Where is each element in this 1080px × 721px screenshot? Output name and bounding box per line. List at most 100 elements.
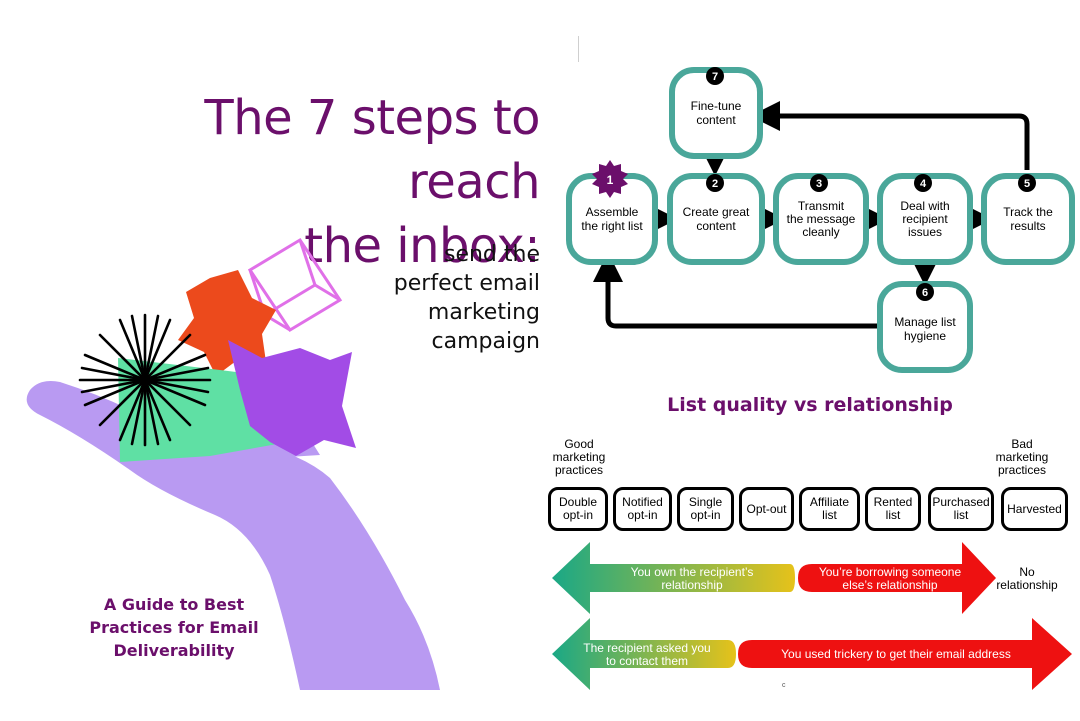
step-label: content (696, 113, 736, 127)
step-label: results (1010, 219, 1045, 233)
list-type-line: list (953, 508, 969, 522)
step-label: Fine-tune (691, 99, 742, 113)
step-badge-1: 1 (592, 160, 628, 198)
arrow-text: The recipient asked you (583, 641, 710, 655)
list-type-line: Notified (622, 495, 663, 509)
subtitle-line: send the (443, 242, 540, 267)
title-line: the inbox: (304, 218, 540, 274)
subtitle-line: marketing (427, 300, 540, 325)
asked-contact-arrow (552, 618, 736, 690)
hand-illustration (26, 237, 441, 690)
arrow-6-to-1 (593, 252, 880, 329)
step-number: 2 (712, 178, 718, 190)
subtitle-line: campaign (431, 329, 540, 354)
label-line: Good (564, 437, 594, 451)
step-label: issues (908, 225, 942, 239)
guide-line: A Guide to Best (103, 595, 245, 614)
arrow-text: relationship (661, 578, 723, 592)
step-number: 5 (1024, 178, 1030, 190)
step-label: Transmit (798, 199, 845, 213)
own-relationship-arrow (552, 542, 795, 614)
step-number: 4 (920, 178, 927, 190)
step-number: 1 (607, 173, 614, 187)
no-relationship-label: No relationship (980, 566, 1074, 592)
arrow-text: You own the recipient’s (631, 565, 754, 579)
page-title: The 7 steps to reach the inbox: (68, 86, 540, 278)
list-type-line: Purchased (932, 495, 990, 509)
relationship-title: List quality vs relationship (667, 394, 953, 416)
step-label: Manage list (894, 315, 956, 329)
step-label: cleanly (802, 225, 839, 239)
divider-line (578, 36, 579, 62)
label-line: practices (554, 463, 604, 477)
arrow-text: to contact them (606, 654, 688, 668)
step-label: the right list (581, 219, 643, 233)
subtitle-line: perfect email (393, 271, 540, 296)
borrowing-arrow (798, 542, 996, 614)
step-label: hygiene (904, 329, 946, 343)
list-type-line: opt-in (627, 508, 658, 522)
footnote-mark: c (782, 682, 786, 689)
cup-violet-shape (228, 340, 356, 456)
step-badge-3: 3 (810, 174, 828, 192)
label-line: marketing (552, 450, 606, 464)
list-type-opt-out: Opt-out (739, 487, 794, 531)
list-type-line: opt-in (562, 508, 594, 522)
step-label: Assemble (586, 205, 639, 219)
step-label: Deal with (900, 199, 949, 213)
list-type-line: Harvested (1007, 501, 1062, 516)
list-type-line: Rented (873, 495, 913, 509)
arrow-text: You used trickery to get their email add… (781, 647, 1011, 661)
list-type-line: Opt-out (746, 501, 787, 516)
step-number: 7 (712, 71, 718, 83)
step-box-5: Track the results (981, 173, 1075, 265)
guide-line: Deliverability (113, 641, 235, 660)
list-type-line: Affiliate (809, 495, 850, 509)
step-label: the message (787, 212, 856, 226)
label-line: practices (997, 463, 1047, 477)
step-badge-2: 2 (706, 174, 724, 192)
step-label: Create great (683, 205, 750, 219)
cube-icon (247, 237, 343, 333)
trickery-arrow (738, 618, 1072, 690)
bad-practices-label: Bad marketing practices (977, 438, 1067, 477)
label-line: marketing (995, 450, 1049, 464)
step-label: Track the (1003, 205, 1053, 219)
good-practices-label: Good marketing practices (534, 438, 624, 477)
list-type-line: Double (558, 495, 598, 509)
arrow-5-to-7 (750, 101, 1030, 170)
steps-flow-diagram: Assemble the right list Create great con… (566, 67, 1075, 373)
step-badge-6: 6 (916, 283, 934, 301)
subtitle: send the perfect email marketing campaig… (360, 240, 540, 356)
step-badge-5: 5 (1018, 174, 1036, 192)
list-type-line: Single (688, 495, 723, 509)
step-number: 3 (816, 178, 822, 190)
arrow-text: else’s relationship (842, 578, 937, 592)
list-type-line: list (822, 508, 837, 522)
step-box-7: Fine-tune content (669, 67, 763, 159)
step-label: content (696, 219, 736, 233)
burst-icon (78, 313, 212, 447)
guide-line: Practices for Email (89, 618, 259, 637)
label-line: relationship (996, 578, 1058, 592)
relationship-arrows: You own the recipient’s relationship You… (552, 542, 1072, 690)
label-line: Bad (1011, 437, 1033, 451)
list-type-harvested: Harvested (1001, 487, 1068, 531)
label-line: No (1019, 565, 1035, 579)
star-icon (178, 270, 276, 376)
step-label: recipient (902, 212, 948, 226)
list-type-line: list (885, 508, 901, 522)
step-box-6: Manage list hygiene (877, 281, 973, 373)
step-number: 6 (922, 287, 928, 299)
step-badge-7: 7 (706, 67, 724, 85)
list-type-line: opt-in (690, 508, 721, 522)
title-line: The 7 steps to reach (204, 90, 540, 210)
arrow-text: You’re borrowing someone (819, 565, 962, 579)
step-badge-4: 4 (914, 174, 932, 192)
